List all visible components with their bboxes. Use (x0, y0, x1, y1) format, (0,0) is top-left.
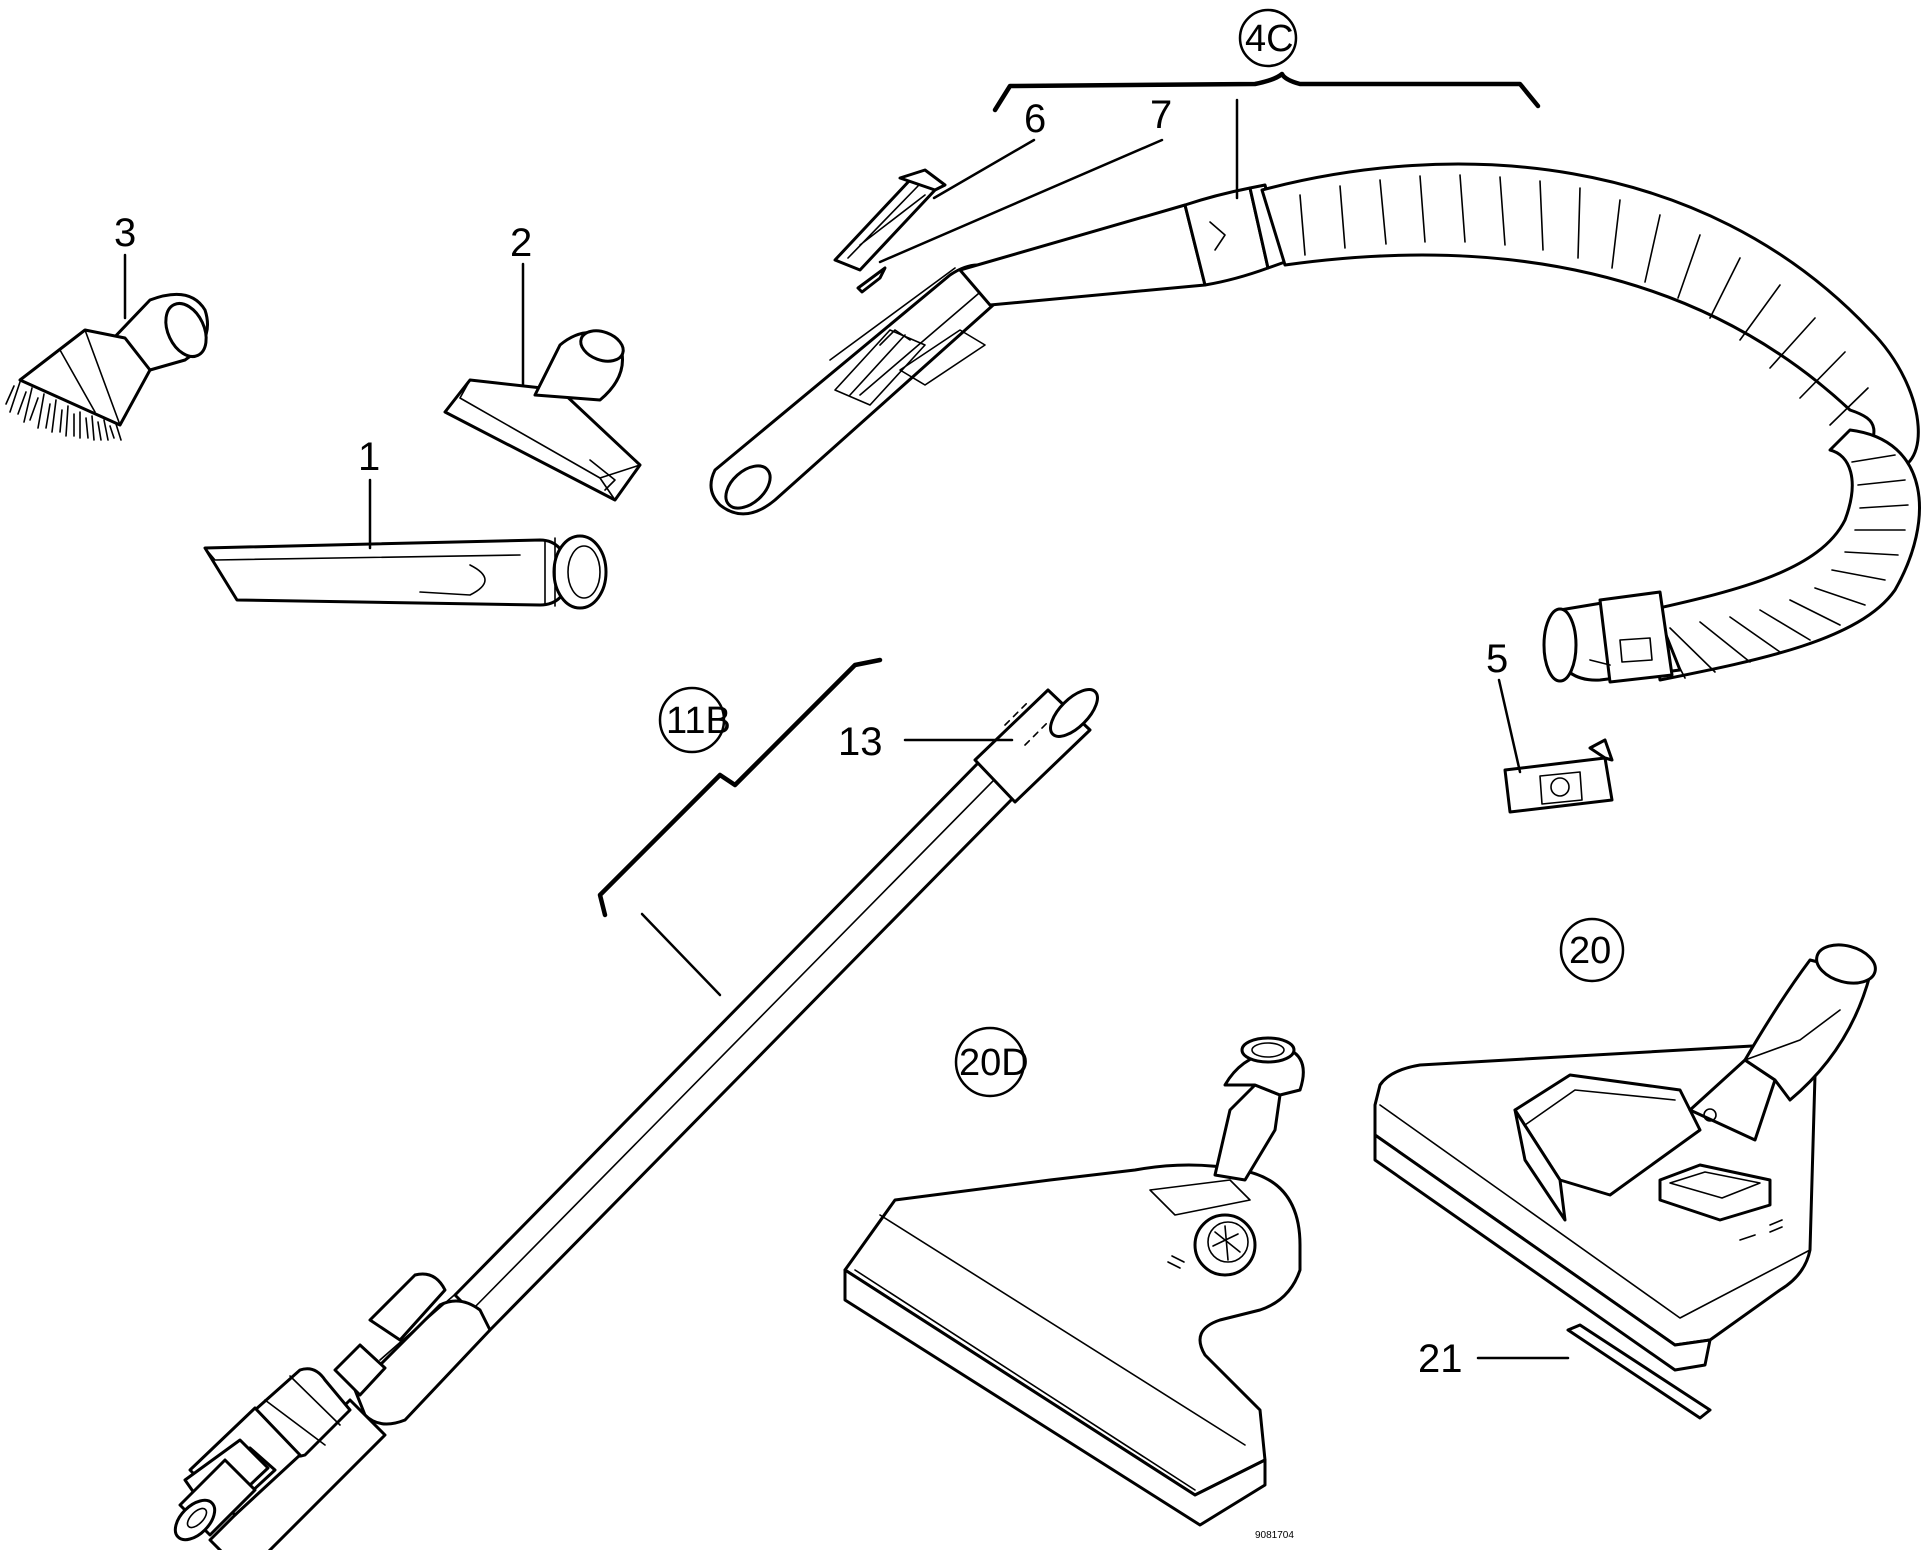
pin-part-7 (856, 266, 887, 294)
hose-catch-part-5 (1503, 738, 1614, 814)
callout-circle-11b (658, 686, 726, 754)
callout-2: 2 (510, 221, 532, 265)
callout-21: 21 (1418, 1337, 1463, 1381)
brush-strip-part-21 (1566, 1323, 1712, 1420)
callout-6: 6 (1024, 97, 1046, 141)
callout-circle-20 (1559, 917, 1625, 983)
combination-floor-nozzle-part-20 (1373, 943, 1877, 1372)
callout-1: 1 (358, 435, 380, 479)
bracket-11B (597, 657, 883, 918)
dusting-brush-part (5, 292, 209, 441)
crevice-tool-part (203, 534, 608, 610)
callout-7: 7 (1150, 93, 1172, 137)
callout-13: 13 (838, 720, 883, 764)
bracket-4C (992, 71, 1541, 113)
upholstery-nozzle-part (443, 329, 642, 502)
telescopic-tube-part (173, 688, 1099, 1550)
callout-20: 20 (1569, 930, 1611, 972)
callout-11b: 11B (666, 700, 731, 742)
leader-lines (123, 98, 1570, 1360)
callout-5: 5 (1486, 637, 1508, 681)
turbo-floor-nozzle-part-20D: 9081704 (843, 1036, 1305, 1541)
callout-3: 3 (114, 211, 136, 255)
clip-part-6 (833, 168, 947, 272)
hose-assembly-part (709, 162, 1921, 684)
callout-circle-20d (954, 1026, 1026, 1098)
callout-20d: 20D (959, 1042, 1029, 1084)
drawing-code: 9081704 (1255, 1530, 1294, 1541)
callout-4c: 4C (1245, 18, 1294, 60)
callout-circle-4c (1238, 8, 1298, 68)
